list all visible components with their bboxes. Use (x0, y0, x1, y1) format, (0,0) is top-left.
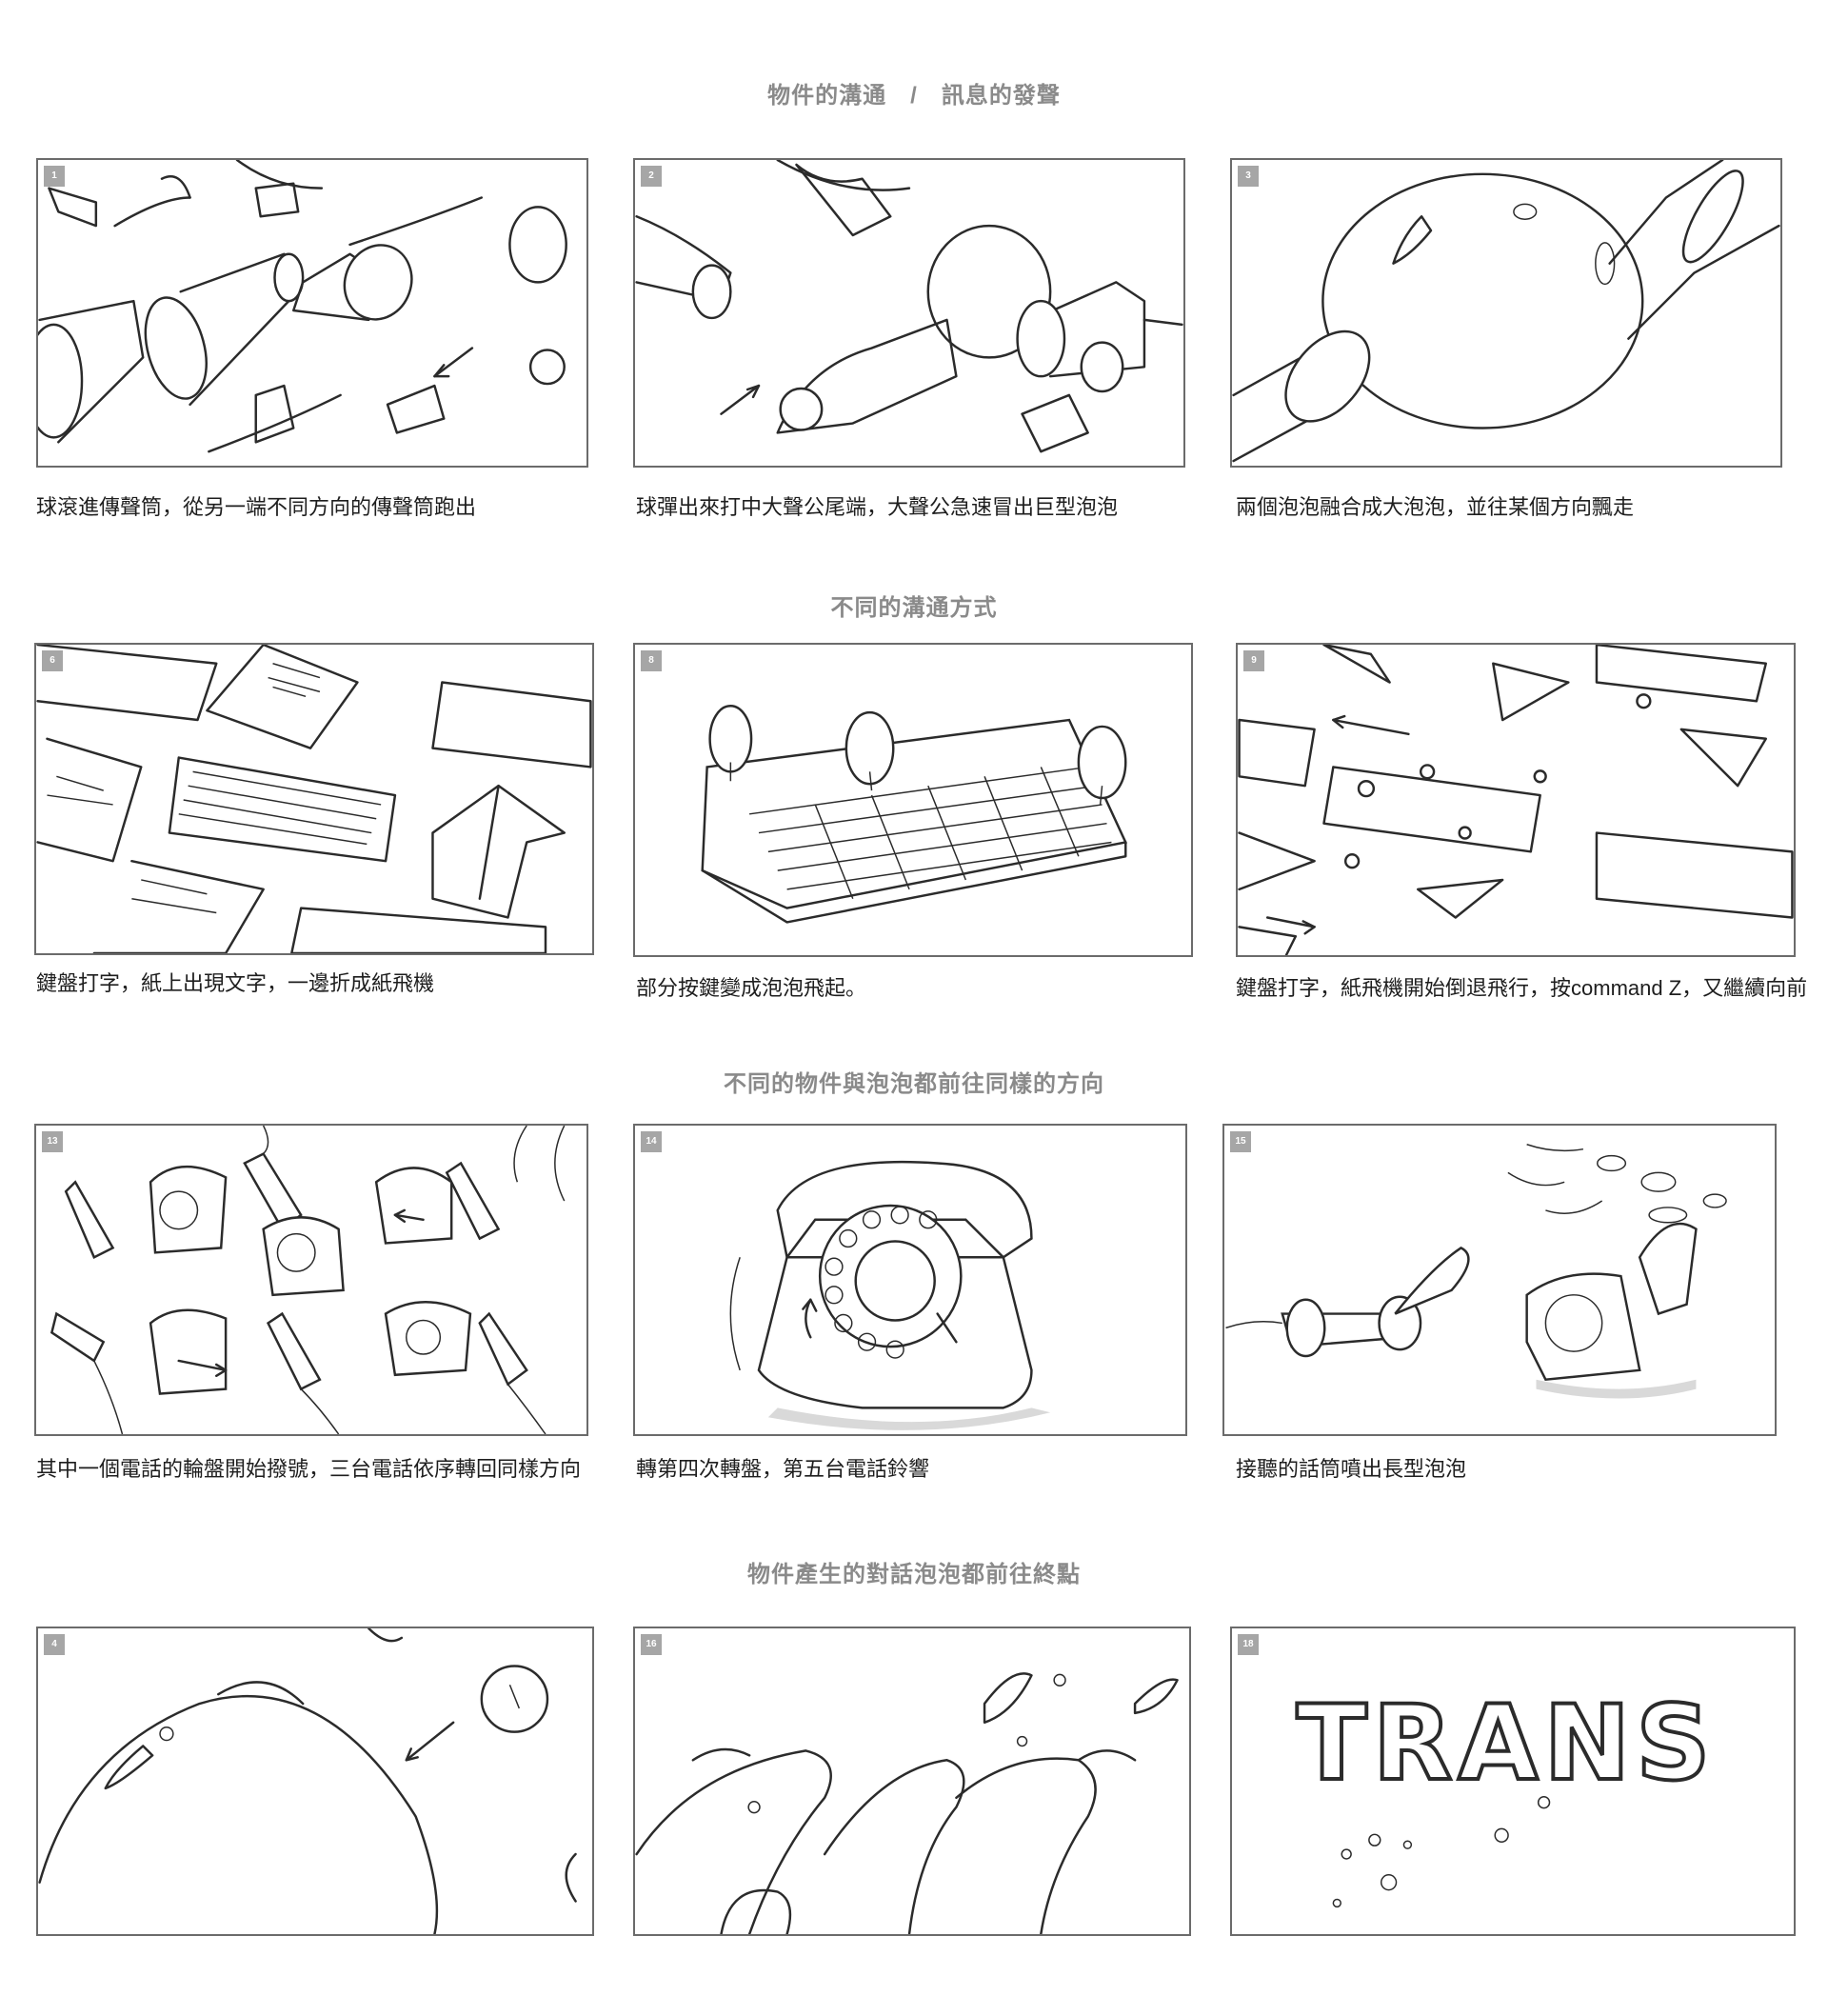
telephone-receiver-bubble-sketch-icon (1225, 1144, 1727, 1399)
storyboard-panel-16: 16 (633, 1627, 1191, 1936)
megaphone-bubble-sketch-icon (635, 160, 1183, 453)
panel-caption: 轉第四次轉盤，第五台電話鈴響 (636, 1457, 930, 1481)
bubble-stream-sketch-icon (635, 1672, 1179, 1934)
keyboard-bubble-keys-sketch-icon (701, 704, 1128, 924)
section-title-3: 不同的物件與泡泡都前往同樣的方向 (724, 1071, 1104, 1097)
storyboard-panel-1: 1 (36, 158, 588, 468)
storyboard-panel-9: 9 (1236, 643, 1796, 957)
panel-number: 14 (641, 1131, 662, 1152)
storyboard-panel-14: 14 (633, 1124, 1187, 1436)
panel-number: 1 (44, 166, 65, 187)
storyboard-panel-13: 13 (34, 1124, 588, 1436)
storyboard-panel-15: 15 (1222, 1124, 1777, 1436)
panel-number: 18 (1238, 1634, 1259, 1655)
storyboard-panel-4: 4 (36, 1627, 594, 1936)
panel-number: 3 (1238, 166, 1259, 187)
panel-number: 2 (641, 166, 662, 187)
panel-caption: 部分按鍵變成泡泡飛起。 (636, 976, 867, 1000)
panel-number: 9 (1243, 650, 1264, 671)
panel-number: 16 (641, 1634, 662, 1655)
trans-logo-sketch-icon: TRANS (1295, 1681, 1717, 1908)
section-title-4: 物件產生的對話泡泡都前往終點 (747, 1562, 1081, 1587)
panel-number: 13 (42, 1131, 63, 1152)
panel-number: 6 (42, 650, 63, 671)
storyboard-panel-18: 18 TRANS (1230, 1627, 1796, 1936)
storyboard-panel-6: 6 (34, 643, 594, 955)
telephones-sketch-icon (50, 1126, 566, 1434)
storyboard-panel-8: 8 (633, 643, 1193, 957)
keyboard-paper-plane-sketch-icon (1238, 645, 1794, 955)
panel-number: 8 (641, 650, 662, 671)
panel-number: 4 (44, 1634, 65, 1655)
section-title-2: 不同的溝通方式 (830, 595, 998, 621)
panel-caption: 球滾進傳聲筒，從另一端不同方向的傳聲筒跑出 (36, 495, 477, 519)
storyboard-panel-2: 2 (633, 158, 1185, 468)
large-bubble-sketch-icon (38, 1628, 577, 1934)
megaphone-sketch-icon (38, 160, 567, 453)
rotary-telephone-sketch-icon (729, 1160, 1051, 1430)
keyboard-paper-sketch-icon (36, 645, 592, 953)
panel-caption: 接聽的話筒噴出長型泡泡 (1236, 1457, 1467, 1481)
merged-bubble-sketch-icon (1232, 160, 1780, 463)
section-title-1: 物件的溝通 / 訊息的發聲 (767, 83, 1061, 109)
trans-bubble-text: TRANS (1297, 1683, 1717, 1804)
panel-caption: 兩個泡泡融合成大泡泡，並往某個方向飄走 (1236, 495, 1635, 519)
panel-caption: 鍵盤打字，紙飛機開始倒退飛行，按command Z，又繼續向前 (1236, 976, 1808, 1000)
panel-caption: 其中一個電話的輪盤開始撥號，三台電話依序轉回同樣方向 (36, 1457, 582, 1481)
panel-number: 15 (1230, 1131, 1251, 1152)
panel-caption: 鍵盤打字，紙上出現文字，一邊折成紙飛機 (36, 971, 435, 995)
panel-caption: 球彈出來打中大聲公尾端，大聲公急速冒出巨型泡泡 (636, 495, 1119, 519)
storyboard-panel-3: 3 (1230, 158, 1782, 468)
